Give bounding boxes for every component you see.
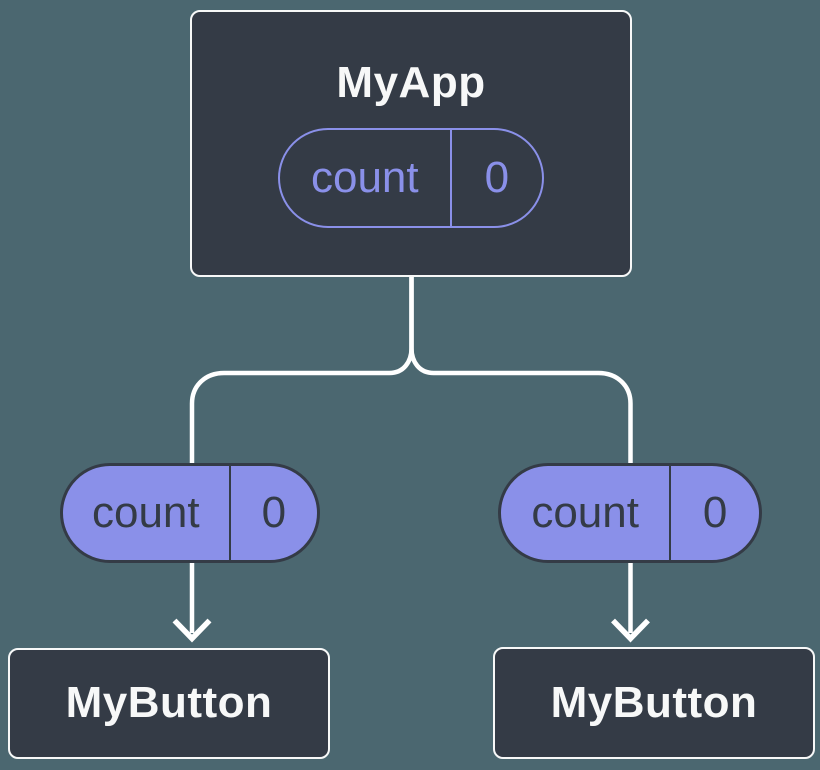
node-mybutton-right: MyButton [493, 647, 815, 759]
right-prop-name: count [501, 466, 672, 560]
right-branch-connector [409, 276, 633, 633]
myapp-prop-value: 0 [484, 153, 510, 203]
node-mybutton-right-label: MyButton [550, 677, 758, 727]
right-prop-pill: count 0 [498, 463, 762, 563]
left-prop-name: count [63, 466, 231, 560]
left-prop-value: 0 [261, 488, 287, 537]
node-mybutton-left: MyButton [8, 648, 330, 759]
right-arrowhead-icon [611, 618, 650, 643]
left-prop-pill: count 0 [60, 463, 320, 563]
myapp-prop-name: count [280, 130, 452, 227]
myapp-prop-pill: count 0 [278, 128, 544, 229]
node-mybutton-left-label: MyButton [65, 678, 273, 728]
left-branch-connector [189, 276, 414, 633]
left-arrowhead-icon [172, 618, 212, 643]
right-prop-value: 0 [702, 488, 728, 537]
node-myapp: MyApp count 0 [190, 10, 632, 277]
node-myapp-label: MyApp [336, 57, 486, 107]
